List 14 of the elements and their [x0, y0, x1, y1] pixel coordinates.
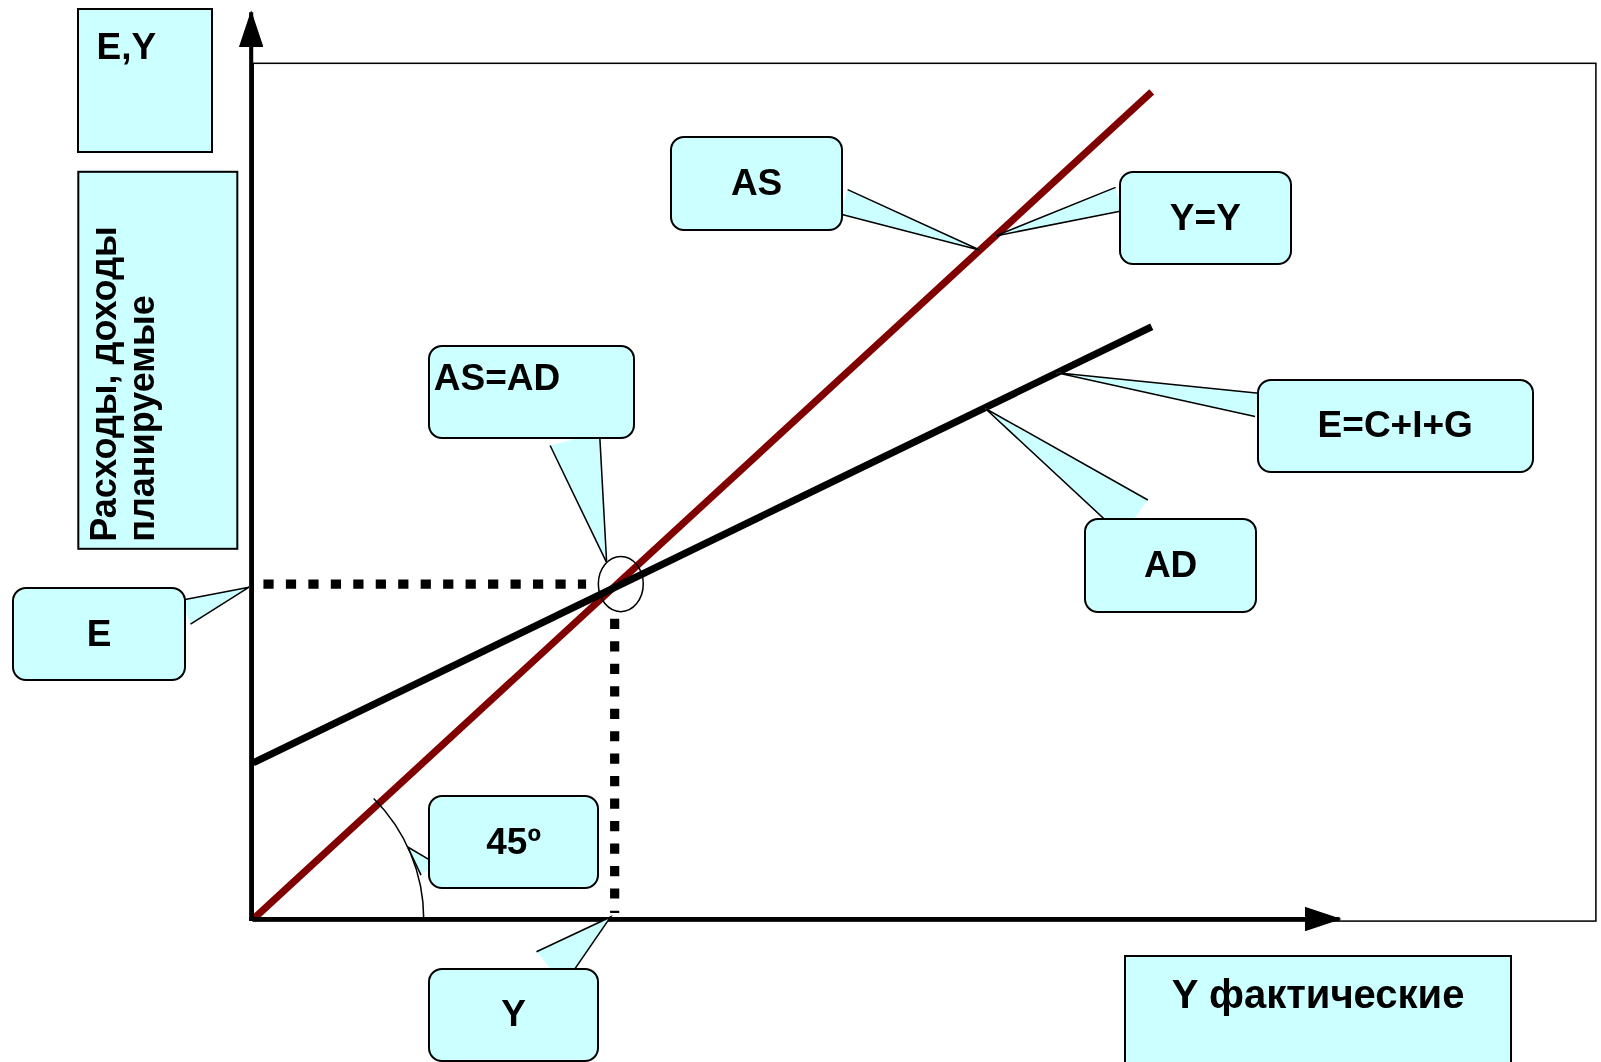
angle-arc	[372, 797, 425, 920]
axis-label: Расходы, доходы планируемые	[76, 170, 238, 550]
callout: Y	[427, 967, 600, 1062]
callout: 45º	[427, 795, 600, 890]
callout: E=C+I+G	[1256, 378, 1534, 473]
intersection-circle	[597, 555, 645, 613]
callout: AS	[669, 135, 844, 231]
callout: AD	[1084, 517, 1257, 613]
callout: AS=AD	[427, 345, 636, 440]
axis-label: Y фактические	[1124, 954, 1513, 1062]
callout: Y=Y	[1119, 170, 1292, 266]
axis-label: E,Y	[76, 8, 214, 154]
callout: E	[12, 587, 186, 681]
x-axis	[249, 906, 1342, 932]
